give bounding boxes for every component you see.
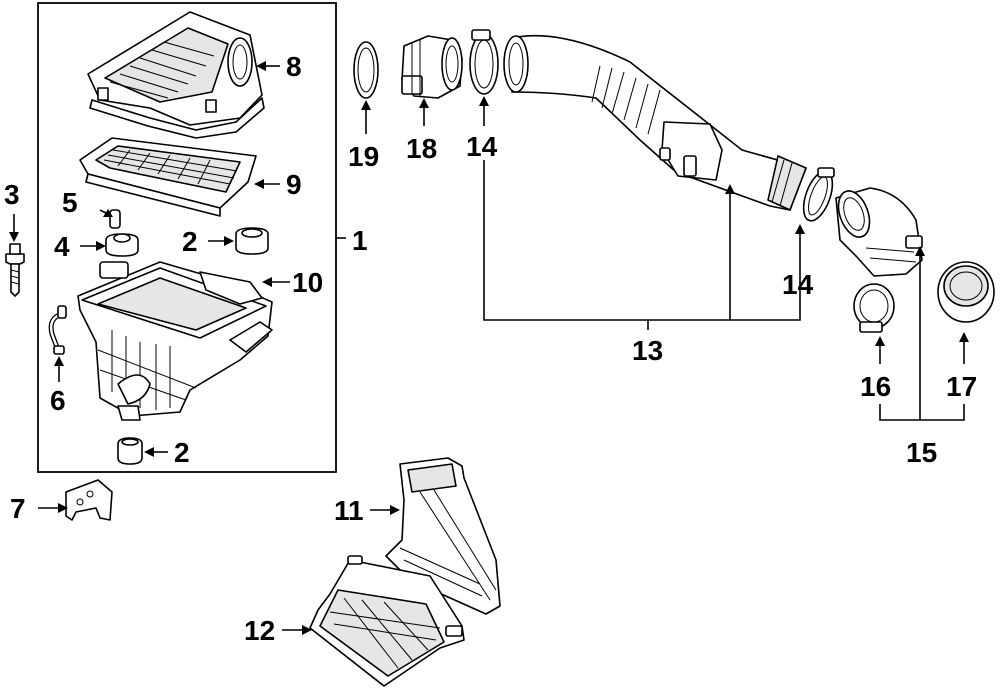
callout-5: 5: [62, 187, 78, 218]
callout-12: 12: [244, 615, 275, 646]
part-5-pin: [109, 209, 121, 229]
part-12-deflector: [309, 555, 465, 687]
callout-10: 10: [292, 267, 323, 298]
part-19-seal: [353, 41, 379, 99]
callout-7: 7: [10, 493, 26, 524]
callout-4: 4: [54, 231, 70, 262]
callout-2-lower: 2: [174, 437, 190, 468]
part-6-hose: [48, 305, 67, 355]
callout-6: 6: [50, 385, 66, 416]
part-8-air-cleaner-cover: [87, 11, 265, 139]
callout-14-lower: 14: [782, 269, 814, 300]
part-16-clamp: [853, 283, 895, 333]
callout-11: 11: [334, 495, 364, 526]
part-7-bracket: [65, 479, 113, 521]
part-9-air-filter: [79, 137, 257, 217]
callout-13: 13: [632, 335, 663, 366]
callout-16: 16: [860, 371, 891, 402]
part-17-ring: [937, 261, 995, 323]
callout-2-upper: 2: [182, 226, 198, 257]
leader-lines: [9, 61, 969, 635]
part-2-bushing-lower: [117, 437, 143, 465]
part-4-grommet: [105, 233, 139, 257]
callout-19: 19: [348, 141, 379, 172]
callout-18: 18: [406, 133, 437, 164]
callout-9: 9: [286, 169, 302, 200]
part-14-clamp-upper: [469, 29, 499, 95]
callout-8: 8: [286, 51, 302, 82]
callout-14-upper: 14: [466, 131, 498, 162]
part-10-air-cleaner-housing: [77, 261, 273, 421]
callout-17: 17: [946, 371, 977, 402]
part-13-intake-duct: [503, 34, 807, 211]
callout-1: 1: [352, 225, 368, 256]
part-3-bolt: [5, 243, 25, 297]
part-14-clamp-lower: [802, 167, 835, 222]
part-18-maf-sensor: [401, 35, 463, 99]
callout-15: 15: [906, 437, 937, 468]
callout-3: 3: [4, 179, 20, 210]
part-15-elbow: [835, 187, 923, 277]
part-2-bushing-upper: [235, 227, 269, 255]
